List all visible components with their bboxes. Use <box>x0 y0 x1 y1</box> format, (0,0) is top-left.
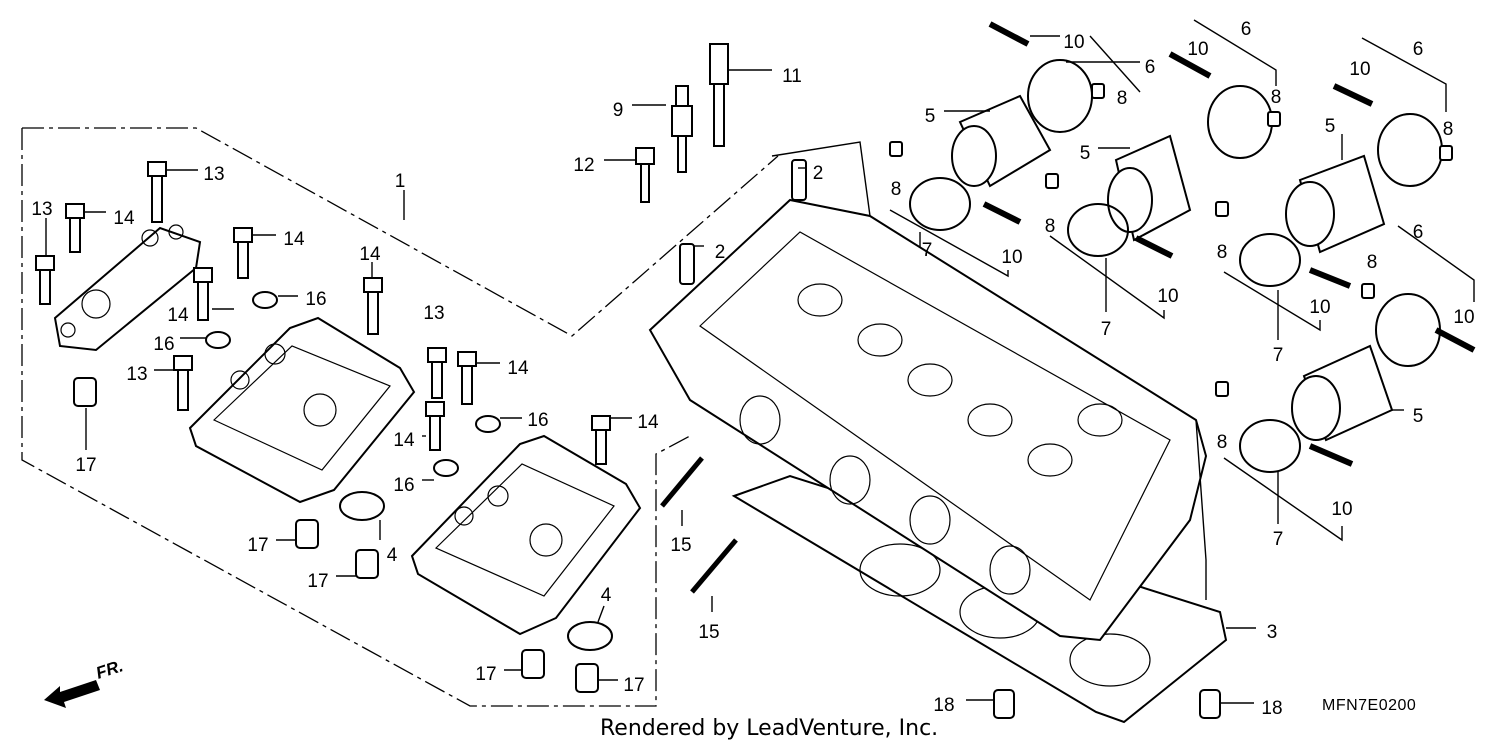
front-arrow-icon <box>44 680 100 708</box>
callout-c13d: 13 <box>423 303 444 324</box>
assembly-boundary <box>21 127 779 707</box>
callout-c8e: 8 <box>1045 216 1056 237</box>
callout-c10b: 10 <box>1187 39 1208 60</box>
callout-c5a: 5 <box>925 106 936 127</box>
diagram-code: MFN7E0200 <box>1322 697 1417 714</box>
callout-c5b: 5 <box>1080 143 1091 164</box>
callout-c14f: 14 <box>393 430 415 451</box>
callout-c7c: 7 <box>1273 345 1284 366</box>
callout-c8c: 8 <box>1443 119 1454 140</box>
cam-holder-left <box>188 316 416 504</box>
studs <box>660 456 738 594</box>
callout-c7d: 7 <box>1273 529 1284 550</box>
callout-c8h: 8 <box>1217 432 1228 453</box>
spark-plug <box>671 85 693 173</box>
callout-c9: 9 <box>613 100 624 121</box>
callout-c17d: 17 <box>475 664 496 685</box>
callout-c8b: 8 <box>1271 87 1282 108</box>
callout-c2a: 2 <box>813 163 824 184</box>
callout-c8f: 8 <box>1217 242 1228 263</box>
callout-c10d: 10 <box>1001 247 1022 268</box>
leader-lines <box>45 19 1475 704</box>
callout-c10c: 10 <box>1349 59 1370 80</box>
callout-c8d: 8 <box>891 179 902 200</box>
callout-c18b: 18 <box>1261 698 1282 719</box>
callout-c5c: 5 <box>1325 116 1336 137</box>
callout-c17e: 17 <box>623 675 644 696</box>
callout-c14a: 14 <box>113 208 135 229</box>
callout-c4b: 4 <box>601 585 612 606</box>
dowel-pins <box>73 377 1221 719</box>
callout-c10a: 10 <box>1063 32 1084 53</box>
callout-c16c: 16 <box>527 410 548 431</box>
washers <box>205 291 501 477</box>
callout-c1: 1 <box>395 171 406 192</box>
valve-guides <box>679 159 807 285</box>
callout-c16a: 16 <box>305 289 326 310</box>
callout-c14e: 14 <box>507 358 529 379</box>
bolt-12 <box>635 147 655 203</box>
band-bolts <box>982 21 1476 467</box>
cam-holder-bolts <box>35 161 611 465</box>
callout-c3: 3 <box>1267 622 1278 643</box>
callout-c13c: 13 <box>126 364 147 385</box>
callout-c14d: 14 <box>167 305 189 326</box>
callout-c8a: 8 <box>1117 88 1128 109</box>
callout-c5d: 5 <box>1413 406 1424 427</box>
callout-c6c: 6 <box>1413 39 1424 60</box>
callout-c16d: 16 <box>393 475 414 496</box>
callout-c7a: 7 <box>922 240 933 261</box>
callout-c7b: 7 <box>1101 319 1112 340</box>
nuts <box>889 83 1453 397</box>
callout-c14c: 14 <box>359 244 381 265</box>
callout-c14b: 14 <box>283 229 305 250</box>
callout-c13b: 13 <box>31 199 52 220</box>
callout-c6d: 6 <box>1413 222 1424 243</box>
stud-bolt-11 <box>709 43 729 147</box>
callout-c10g: 10 <box>1453 307 1474 328</box>
callout-c17a: 17 <box>75 455 96 476</box>
callout-c16b: 16 <box>153 334 174 355</box>
callout-c6b: 6 <box>1241 19 1252 40</box>
callout-c2b: 2 <box>715 242 726 263</box>
callout-c10f: 10 <box>1309 297 1330 318</box>
callout-c18a: 18 <box>933 695 954 716</box>
callout-c8g: 8 <box>1367 252 1378 273</box>
callout-c11: 11 <box>782 66 802 87</box>
callout-c10h: 10 <box>1331 499 1352 520</box>
cam-holder-right <box>410 434 642 636</box>
cylinder-head <box>648 198 1208 642</box>
credit-line: Rendered by LeadVenture, Inc. <box>600 716 939 741</box>
callout-c17c: 17 <box>307 571 328 592</box>
callout-c6a: 6 <box>1145 57 1156 78</box>
callout-c17b: 17 <box>247 535 268 556</box>
o-rings <box>339 491 613 651</box>
callout-c13a: 13 <box>203 164 224 185</box>
callout-c12: 12 <box>573 155 594 176</box>
callout-c15b: 15 <box>698 622 719 643</box>
callout-c10e: 10 <box>1157 286 1178 307</box>
callout-c14g: 14 <box>637 412 659 433</box>
callout-c4a: 4 <box>387 545 398 566</box>
callout-c15a: 15 <box>670 535 691 556</box>
